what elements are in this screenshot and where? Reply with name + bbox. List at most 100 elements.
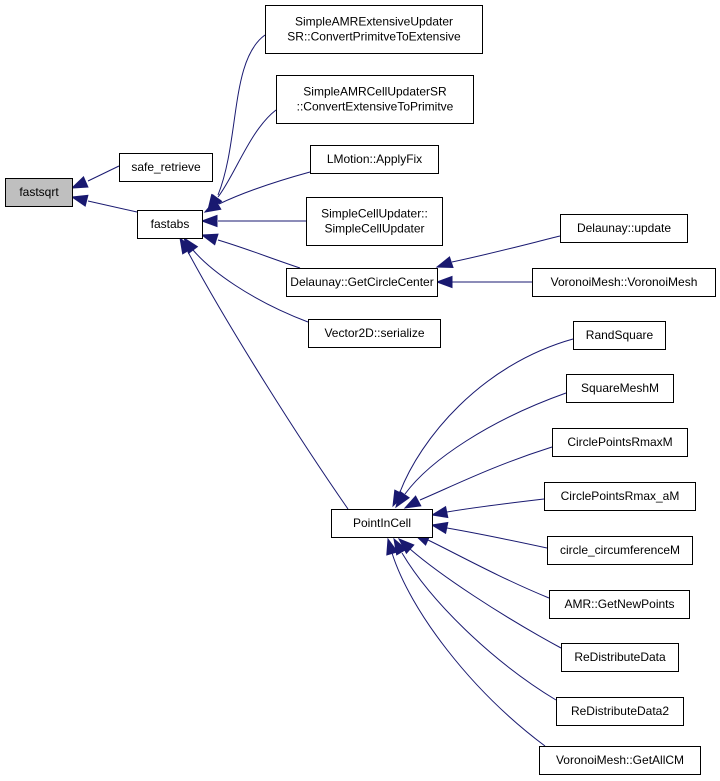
node-label: safe_retrieve (131, 160, 201, 174)
edge-line (217, 239, 301, 269)
node-box[interactable] (566, 374, 674, 403)
node-lmotion[interactable]: LMotion::ApplyFix (310, 145, 439, 174)
arrowhead (179, 236, 194, 255)
node-box[interactable] (552, 428, 688, 457)
edge-line (409, 548, 562, 649)
arrowhead (430, 505, 449, 519)
edge-line (391, 552, 546, 747)
arrowhead (403, 495, 422, 509)
node-circle-points-rmax-m[interactable]: CirclePointsRmaxM (552, 428, 688, 457)
arrowhead (395, 490, 410, 509)
node-box[interactable] (310, 145, 439, 174)
node-label: VoronoiMesh::VoronoiMesh (551, 275, 698, 289)
edge-line (87, 165, 120, 182)
node-box[interactable] (286, 268, 438, 297)
arrowhead (70, 176, 89, 189)
node-box[interactable] (539, 746, 701, 775)
node-box[interactable] (5, 178, 73, 207)
edge-line (217, 109, 277, 198)
edge-line (187, 251, 349, 510)
edge-square_mesh_m-to-point_in_cell (395, 392, 567, 509)
node-label: SimpleAMRCellUpdaterSR (303, 85, 447, 99)
node-box[interactable] (547, 536, 693, 565)
node-rand-square[interactable]: RandSquare (573, 321, 666, 350)
edge-rand_square-to-point_in_cell (392, 338, 574, 508)
node-amr-cell-updater[interactable]: SimpleAMRCellUpdaterSR::ConvertExtensive… (276, 75, 474, 124)
node-safe-retrieve[interactable]: safe_retrieve (119, 153, 213, 182)
node-simple-cell-updater[interactable]: SimpleCellUpdater::SimpleCellUpdater (306, 197, 443, 246)
node-square-mesh-m[interactable]: SquareMeshM (566, 374, 674, 403)
node-box[interactable] (308, 319, 441, 348)
edge-circle_points_rmax_a_m-to-point_in_cell (430, 498, 545, 519)
node-get-circle-center[interactable]: Delaunay::GetCircleCenter (286, 268, 438, 297)
arrowhead (200, 214, 218, 228)
edge-line (192, 249, 309, 323)
edge-safe_retrieve-to-fastsqrt (70, 165, 120, 189)
node-box[interactable] (549, 590, 690, 619)
node-label: CirclePointsRmax_aM (561, 489, 680, 503)
node-label: SR::ConvertPrimitveToExtensive (287, 30, 461, 44)
node-box[interactable] (556, 697, 684, 726)
node-label: PointInCell (353, 516, 411, 530)
node-redistribute-data2[interactable]: ReDistributeData2 (556, 697, 684, 726)
arrowhead (203, 198, 222, 213)
node-box[interactable] (560, 214, 688, 243)
node-box[interactable] (532, 268, 716, 297)
node-box[interactable] (544, 482, 696, 511)
node-fastsqrt[interactable]: fastsqrt (5, 178, 73, 207)
edge-line (401, 552, 557, 701)
node-label: VoronoiMesh::GetAllCM (556, 753, 684, 767)
node-vector2d-serialize[interactable]: Vector2D::serialize (308, 319, 441, 348)
node-circle-points-rmax-a-m[interactable]: CirclePointsRmax_aM (544, 482, 696, 511)
node-box[interactable] (265, 5, 483, 54)
node-label: Vector2D::serialize (324, 326, 424, 340)
edge-line (446, 498, 545, 513)
node-fastabs[interactable]: fastabs (137, 210, 203, 239)
edge-line (399, 338, 574, 493)
edge-lmotion-to-fastabs (203, 171, 311, 213)
edge-voronoi_get_all_cm-to-point_in_cell (386, 537, 546, 747)
node-label: ReDistributeData (574, 650, 666, 664)
arrowhead (200, 233, 219, 246)
arrowhead (70, 194, 89, 207)
node-box[interactable] (137, 210, 203, 239)
node-label: LMotion::ApplyFix (327, 152, 422, 166)
arrowhead (435, 275, 453, 289)
node-circle-circumference-m[interactable]: circle_circumferenceM (547, 536, 693, 565)
arrowhead (386, 537, 399, 556)
node-delaunay-update[interactable]: Delaunay::update (560, 214, 688, 243)
node-box[interactable] (276, 75, 474, 124)
arrowhead (430, 521, 449, 535)
edge-line (419, 446, 553, 501)
node-box[interactable] (331, 509, 433, 538)
node-box[interactable] (119, 153, 213, 182)
node-voronoi-get-all-cm[interactable]: VoronoiMesh::GetAllCM (539, 746, 701, 775)
edge-voronoi_mesh-to-get_circle_center (435, 275, 532, 289)
edge-redistribute_data-to-point_in_cell (397, 538, 562, 649)
node-point-in-cell[interactable]: PointInCell (331, 509, 433, 538)
edge-delaunay_update-to-get_circle_center (435, 235, 561, 269)
node-box[interactable] (561, 643, 679, 672)
edge-simple_cell_updater-to-fastabs (200, 214, 306, 228)
edge-line (451, 235, 561, 263)
node-box[interactable] (306, 197, 443, 246)
edge-circle_circumference_m-to-point_in_cell (430, 521, 548, 549)
node-label: SimpleCellUpdater (324, 222, 424, 236)
node-label: Delaunay::GetCircleCenter (290, 275, 433, 289)
node-label: CirclePointsRmaxM (567, 435, 672, 449)
node-redistribute-data[interactable]: ReDistributeData (561, 643, 679, 672)
node-label: fastsqrt (19, 185, 59, 199)
node-voronoi-mesh[interactable]: VoronoiMesh::VoronoiMesh (532, 268, 716, 297)
node-amr-ext-updater[interactable]: SimpleAMRExtensiveUpdaterSR::ConvertPrim… (265, 5, 483, 54)
node-label: fastabs (151, 217, 190, 231)
node-label: Delaunay::update (577, 221, 671, 235)
edge-amr_ext_updater-to-fastabs (207, 34, 266, 212)
edge-line (218, 171, 311, 205)
node-box[interactable] (573, 321, 666, 350)
node-label: ::ConvertExtensiveToPrimitve (297, 100, 454, 114)
edge-point_in_cell-to-fastabs (179, 236, 349, 510)
edge-fastabs-to-fastsqrt (70, 194, 138, 213)
node-amr-get-new-points[interactable]: AMR::GetNewPoints (549, 590, 690, 619)
